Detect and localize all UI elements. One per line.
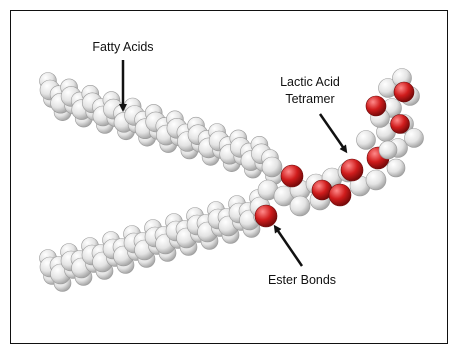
fatty-acids-label: Fatty Acids — [92, 40, 153, 54]
atom — [261, 156, 283, 178]
tetramer-label: Tetramer — [285, 92, 334, 106]
upper-fatty-acid-chain — [39, 72, 283, 185]
lower-fatty-acid-chain — [39, 189, 271, 292]
atom — [365, 169, 387, 191]
ester-bonds-label: Ester Bonds — [268, 273, 336, 287]
oxygen-atom — [365, 95, 387, 117]
atom — [404, 128, 424, 148]
atom — [356, 130, 376, 150]
oxygen-atom — [328, 183, 352, 207]
ester-bonds-arrow — [273, 224, 304, 267]
lactic-acid-label: Lactic Acid — [280, 75, 340, 89]
oxygen-atom — [340, 158, 364, 182]
atom — [378, 140, 398, 160]
oxygen-atom — [390, 114, 410, 134]
oxygen-atom — [393, 81, 415, 103]
oxygen-atom — [254, 204, 278, 228]
lactic-acid-arrow — [318, 113, 348, 154]
lactic-acid-tetramer — [254, 68, 424, 228]
atom — [386, 158, 406, 178]
atom — [289, 195, 311, 217]
oxygen-atom — [280, 164, 304, 188]
